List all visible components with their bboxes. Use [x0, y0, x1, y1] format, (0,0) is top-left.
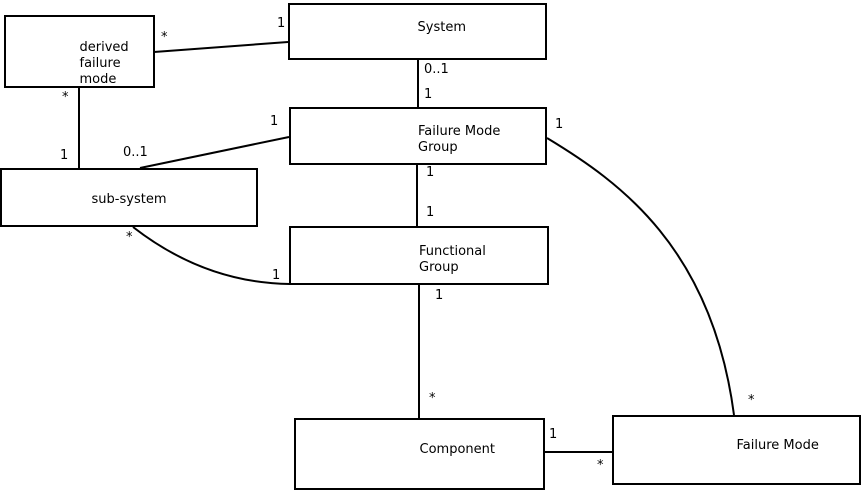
node-failure-mode-group-label: Failure Mode Group	[418, 124, 501, 155]
multiplicity-dfm-subsystem-source: *	[62, 90, 69, 105]
multiplicity-component-fm-target: *	[597, 458, 604, 473]
multiplicity-system-fmg-target: 1	[424, 87, 433, 102]
node-sub-system-label: sub-system	[91, 191, 167, 207]
multiplicity-fg-component-target: *	[429, 391, 436, 406]
edge-sub-system--functional-group	[132, 226, 291, 285]
multiplicity-fmg-fg-source: 1	[426, 165, 435, 180]
multiplicity-dfm-system-target: 1	[277, 16, 286, 31]
node-failure-mode: Failure Mode	[612, 415, 861, 485]
node-component: Component	[294, 418, 545, 490]
node-failure-mode-label: Failure Mode	[736, 438, 819, 453]
node-sub-system: sub-system	[0, 168, 258, 227]
edge-sub-system--failure-mode-group	[139, 136, 290, 169]
multiplicity-subsystem-fg-source: *	[126, 230, 133, 245]
multiplicity-system-fmg-source: 0..1	[424, 62, 449, 77]
node-functional-group: Functional Group	[289, 226, 549, 285]
multiplicity-fg-component-source: 1	[435, 288, 444, 303]
multiplicity-subsystem-fmg-source: 0..1	[123, 145, 148, 160]
multiplicity-fmg-fm-target: *	[748, 393, 755, 408]
node-derived-failure-mode: derived failure mode	[4, 15, 155, 88]
multiplicity-subsystem-fmg-target: 1	[270, 114, 279, 129]
node-system: System	[288, 3, 547, 60]
node-component-label: Component	[419, 442, 495, 457]
node-functional-group-label: Functional Group	[419, 243, 486, 275]
edge-failure-mode-group--failure-mode	[546, 137, 735, 416]
multiplicity-dfm-system-source: *	[161, 30, 168, 45]
multiplicity-component-fm-source: 1	[549, 427, 558, 442]
multiplicity-fmg-fm-source: 1	[555, 117, 564, 132]
node-system-label: System	[417, 19, 466, 35]
node-failure-mode-group: Failure Mode Group	[289, 107, 547, 165]
node-derived-failure-mode-label: derived failure mode	[79, 39, 129, 87]
multiplicity-subsystem-fg-target: 1	[272, 268, 281, 283]
multiplicity-dfm-subsystem-target: 1	[60, 148, 69, 163]
multiplicity-fmg-fg-target: 1	[426, 205, 435, 220]
edge-derived-failure-mode--system	[153, 41, 289, 53]
